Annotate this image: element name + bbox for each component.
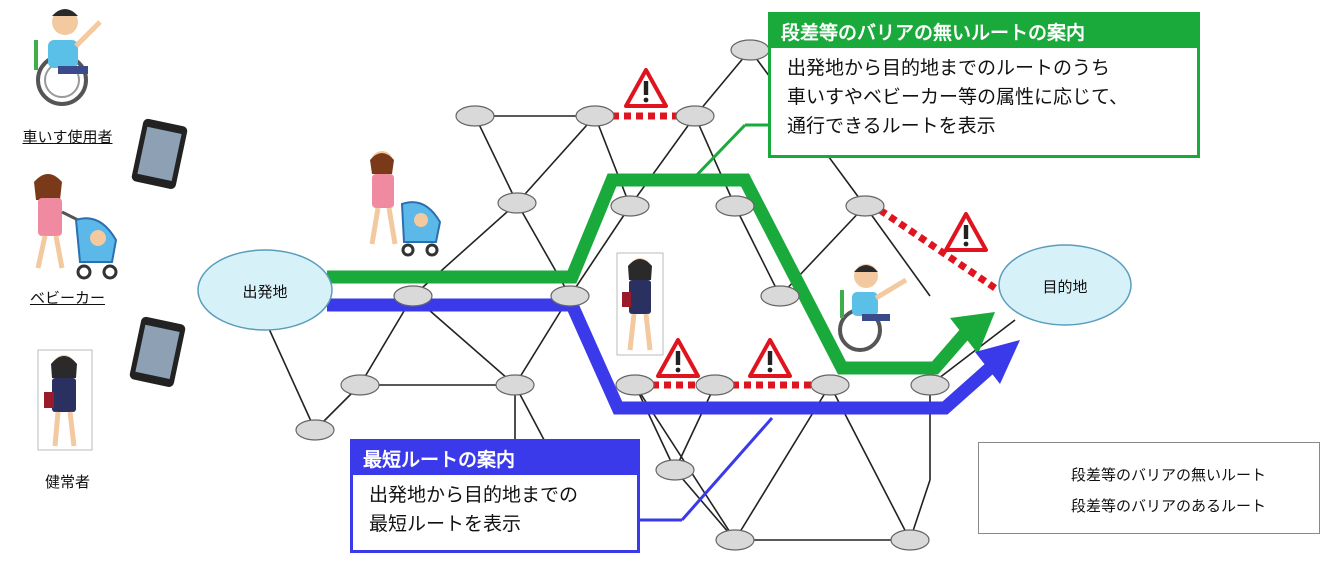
barrier-routes <box>612 112 997 389</box>
stroller-user-icon <box>369 151 442 257</box>
network-nodes <box>295 39 950 551</box>
wheelchair-user-icon <box>838 264 908 352</box>
description-line: 出発地から目的地までの <box>369 484 579 506</box>
blue-arrowhead <box>975 340 1020 384</box>
phone-icon <box>131 118 188 189</box>
warning-icon <box>624 68 668 108</box>
description-line: 出発地から目的地までのルートのうち <box>787 57 1111 79</box>
warning-icons <box>624 68 988 378</box>
wheelchair-user-label: 車いす使用者 <box>22 128 113 146</box>
warning-icon <box>944 212 988 252</box>
description-line: 最短ルートを表示 <box>369 513 522 535</box>
barrier-free-route <box>327 123 995 375</box>
warning-icon <box>748 338 792 378</box>
origin-node <box>197 249 333 331</box>
barrier-free-route-title: 段差等のバリアの無いルートの案内 <box>771 15 1197 48</box>
stroller-user-label: ベビーカー <box>29 289 105 307</box>
stroller-user-icon <box>34 174 118 280</box>
legend: 段差等のバリアの無いルート 段差等のバリアのあるルート <box>978 442 1320 534</box>
origin-label: 出発地 <box>242 283 288 301</box>
shortest-route-description: 出発地から目的地までの 最短ルートを表示 <box>353 475 637 545</box>
barrier-free-route-description: 出発地から目的地までのルートのうち 車いすやベビーカー等の属性に応じて、 通行で… <box>771 48 1197 147</box>
destination-node <box>998 244 1132 326</box>
network-edges <box>264 49 1016 541</box>
warning-icon <box>656 338 700 378</box>
shortest-route <box>327 298 1020 522</box>
pedestrian-icon <box>37 349 93 451</box>
destination-label: 目的地 <box>1042 278 1088 296</box>
barrier-free-route-box: 段差等のバリアの無いルートの案内 出発地から目的地までのルートのうち 車いすやベ… <box>768 12 1200 158</box>
shortest-route-box: 最短ルートの案内 出発地から目的地までの 最短ルートを表示 <box>350 439 640 553</box>
description-line: 通行できるルートを表示 <box>787 115 996 137</box>
shortest-route-title: 最短ルートの案内 <box>353 442 637 475</box>
legend-no-barrier-label: 段差等のバリアの無いルート <box>1071 466 1267 484</box>
green-arrowhead <box>950 312 995 354</box>
phone-icon <box>129 316 186 387</box>
healthy-person-label: 健常者 <box>44 473 90 491</box>
pedestrian-icon <box>616 252 664 356</box>
wheelchair-user-icon <box>34 9 102 106</box>
description-line: 車いすやベビーカー等の属性に応じて、 <box>787 86 1129 108</box>
legend-barrier-label: 段差等のバリアのあるルート <box>1071 497 1267 515</box>
